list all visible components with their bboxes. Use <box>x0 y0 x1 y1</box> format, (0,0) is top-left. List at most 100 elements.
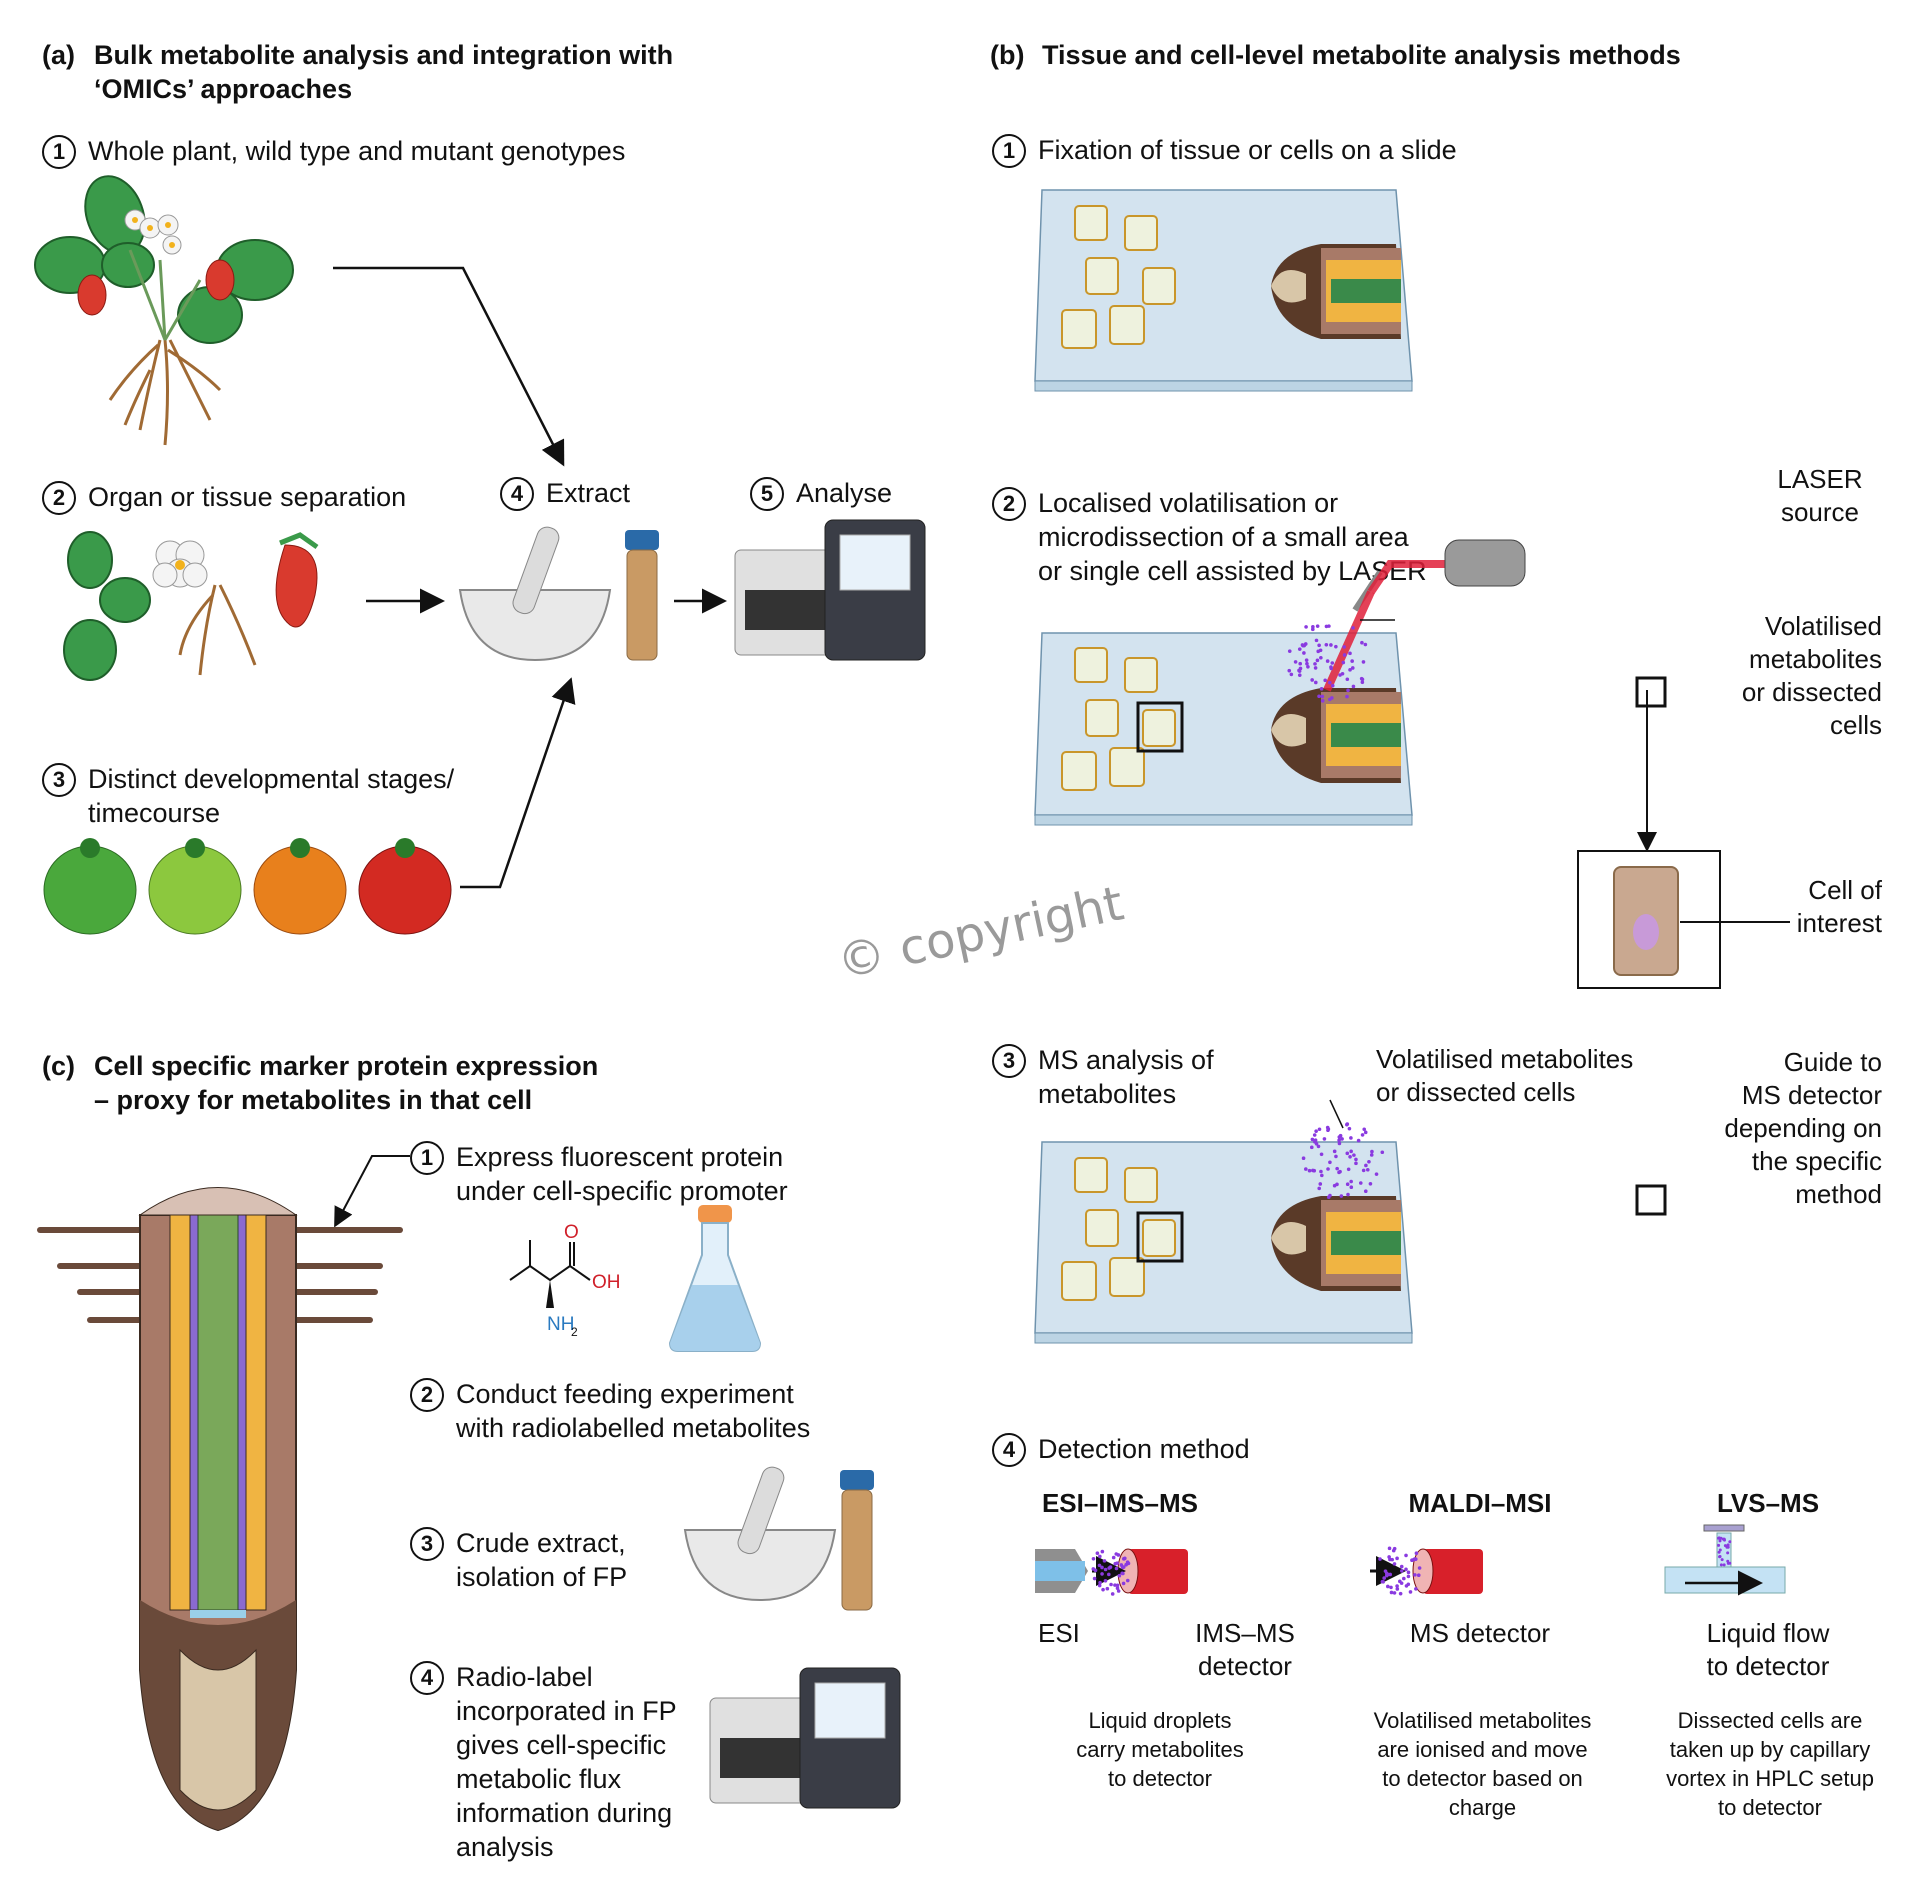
particle-dot <box>1387 1546 1392 1551</box>
vial-icon <box>841 1489 873 1611</box>
pestle-icon <box>512 526 560 615</box>
panel-a-title: (a)Bulk metabolite analysis and integrat… <box>42 38 673 106</box>
step-number-badge: 4 <box>500 477 534 511</box>
panel-a-title-line1: Bulk metabolite analysis and integration… <box>94 40 674 70</box>
maldi-desc-2: are ionised and move <box>1377 1737 1588 1762</box>
particle-dot <box>1417 1566 1422 1570</box>
step-number-badge: 2 <box>42 481 76 515</box>
particle-dot <box>1346 688 1350 693</box>
particle-dot <box>1416 1573 1421 1578</box>
particle-dot <box>1095 1551 1100 1555</box>
mortar-and-vial-illustration <box>458 526 659 662</box>
particle-dot <box>1109 1582 1113 1587</box>
panel-a-step-3: 3 Distinct developmental stages/timecour… <box>42 762 454 830</box>
tomato-green-icon <box>43 845 137 935</box>
particle-dot <box>1310 678 1314 682</box>
valine-molecule-icon: O OH NH 2 <box>509 1222 621 1339</box>
particle-dot <box>1098 1580 1102 1585</box>
particle-dot <box>1121 1571 1125 1576</box>
particle-dot <box>1349 1185 1354 1190</box>
dissected-cell <box>1613 866 1679 976</box>
particle-dot <box>1406 1574 1411 1579</box>
particle-dot <box>1378 1557 1382 1561</box>
step-number-badge: 4 <box>410 1661 444 1695</box>
vol-line2: metabolites <box>1749 644 1882 674</box>
particle-dot <box>1317 1186 1322 1191</box>
root-hairs <box>37 1227 403 1323</box>
volatilised-particles <box>1301 1122 1385 1200</box>
selection-box <box>1136 1211 1184 1263</box>
panel-b-title-text: Tissue and cell-level metabolite analysi… <box>1042 40 1681 70</box>
particle-dot <box>1121 1565 1126 1569</box>
particle-dot <box>1380 1150 1385 1155</box>
particle-dot <box>1092 1576 1097 1581</box>
particle-dot <box>1408 1590 1413 1594</box>
particle-dot <box>1320 1173 1324 1178</box>
particle-dot <box>1345 1151 1350 1156</box>
panel-a-step-2: 2 Organ or tissue separation <box>42 480 406 515</box>
step-label: Fixation of tissue or cells on a slide <box>1038 135 1457 165</box>
vol3-line2: or dissected cells <box>1376 1077 1576 1107</box>
particle-dot <box>1100 1549 1105 1554</box>
stele-layer <box>197 1214 239 1611</box>
particle-dot <box>1721 1537 1725 1541</box>
particle-dot <box>1326 1167 1330 1171</box>
step-label-line4: metabolic flux <box>456 1764 622 1794</box>
particle-dot <box>1368 1181 1373 1186</box>
particle-dot <box>1311 625 1315 629</box>
particle-dot <box>1117 1573 1122 1578</box>
particle-dot <box>1340 1137 1344 1141</box>
step-label-line2: metabolites <box>1038 1079 1177 1109</box>
particle-dot <box>1346 1192 1350 1197</box>
particle-dot <box>1719 1563 1723 1567</box>
step-label-line2: incorporated in FP <box>456 1696 677 1726</box>
particle-dot <box>1354 1157 1358 1162</box>
particle-dot <box>1392 1562 1397 1566</box>
particle-dot <box>1360 640 1364 645</box>
particle-dot <box>1103 1578 1108 1583</box>
tomato-lightgreen-icon <box>148 845 242 935</box>
particle-dot <box>1337 1138 1341 1143</box>
particle-dot <box>1339 1194 1344 1198</box>
particle-dot <box>1717 1543 1721 1547</box>
particle-dot <box>1342 653 1347 657</box>
particle-dot <box>1314 1141 1319 1146</box>
particle-dot <box>1335 1182 1339 1187</box>
hydroxyl-label: OH <box>592 1272 621 1293</box>
particle-dot <box>1319 687 1324 691</box>
root-cross-section-illustration <box>37 1187 403 1832</box>
arrow-fp-pointer <box>334 1155 410 1228</box>
particle-dot <box>1316 1144 1321 1149</box>
step-label-line3: or single cell assisted by LASER <box>1038 556 1427 586</box>
particle-dot <box>1293 660 1298 664</box>
laser-source-icon <box>1444 539 1526 587</box>
particle-dot <box>1722 1563 1726 1567</box>
particle-dot <box>1302 651 1306 655</box>
particle-dot <box>1367 1159 1371 1164</box>
roots-icon <box>108 339 222 446</box>
step-label-line2: timecourse <box>88 798 221 828</box>
particle-dot <box>1718 1539 1722 1543</box>
particle-dot <box>1111 1555 1116 1560</box>
panel-a-step-5: 5 Analyse <box>750 476 892 511</box>
particle-dot <box>1345 694 1349 699</box>
particle-dot <box>1334 644 1338 649</box>
particle-dot <box>1414 1587 1418 1591</box>
volatilised-particles <box>1287 624 1368 703</box>
particle-dot <box>1315 658 1320 663</box>
particle-dot <box>1363 1130 1368 1135</box>
step-number-badge: 2 <box>992 487 1026 521</box>
particle-dot <box>1380 1579 1385 1584</box>
step-label-line1: Localised volatilisation or <box>1038 488 1339 518</box>
particle-dot <box>1728 1561 1732 1565</box>
guide-line4: the specific <box>1751 1146 1882 1176</box>
strawberry-icon <box>77 259 235 316</box>
step-number-badge: 2 <box>410 1378 444 1412</box>
vial-cap-icon <box>625 530 659 550</box>
lvs-flow-tube-icon <box>1664 1566 1786 1594</box>
